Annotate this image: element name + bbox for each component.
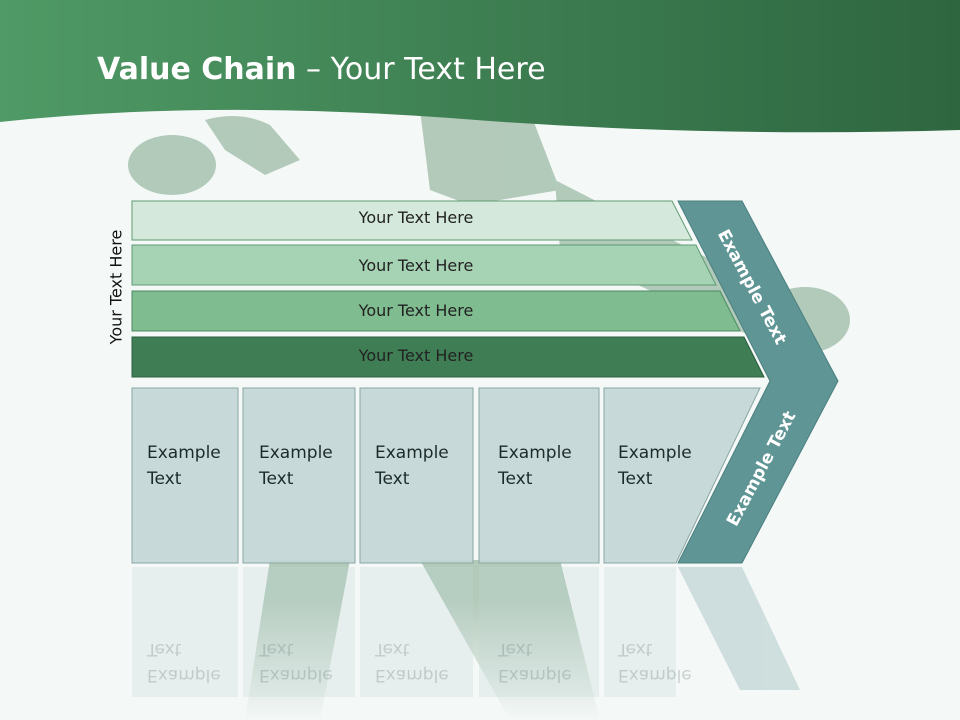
- box-1-line-1: Example: [147, 443, 221, 463]
- box-frames: [131, 387, 761, 564]
- side-label: Your Text Here: [106, 229, 126, 345]
- box-2-line-1: Example: [259, 443, 333, 463]
- box-3-line-2: Text: [375, 469, 410, 489]
- box-3-line-1: Example: [375, 443, 449, 463]
- bar-label-4: Your Text Here: [358, 346, 474, 365]
- title-rest: – Your Text Here: [296, 52, 546, 87]
- box-1-line-2: Text: [147, 469, 182, 489]
- box-4-line-2: Text: [498, 469, 533, 489]
- title-bold: Value Chain: [97, 52, 297, 87]
- chevron-arrow: [677, 200, 839, 564]
- page-title: Value Chain – Your Text Here: [97, 52, 546, 87]
- reflection: [132, 567, 800, 697]
- bar-label-3: Your Text Here: [358, 301, 474, 320]
- header-wave: [0, 0, 960, 133]
- bar-2: [131, 244, 717, 286]
- bar-label-1: Your Text Here: [358, 208, 474, 227]
- bar-3: [131, 290, 741, 332]
- bar-label-2: Your Text Here: [358, 256, 474, 275]
- box-2-line-2: Text: [259, 469, 294, 489]
- bar-4: [131, 336, 765, 378]
- box-5-line-2: Text: [618, 469, 653, 489]
- box-5-line-1: Example: [618, 443, 692, 463]
- box-4-line-1: Example: [498, 443, 572, 463]
- bar-1: [131, 200, 693, 241]
